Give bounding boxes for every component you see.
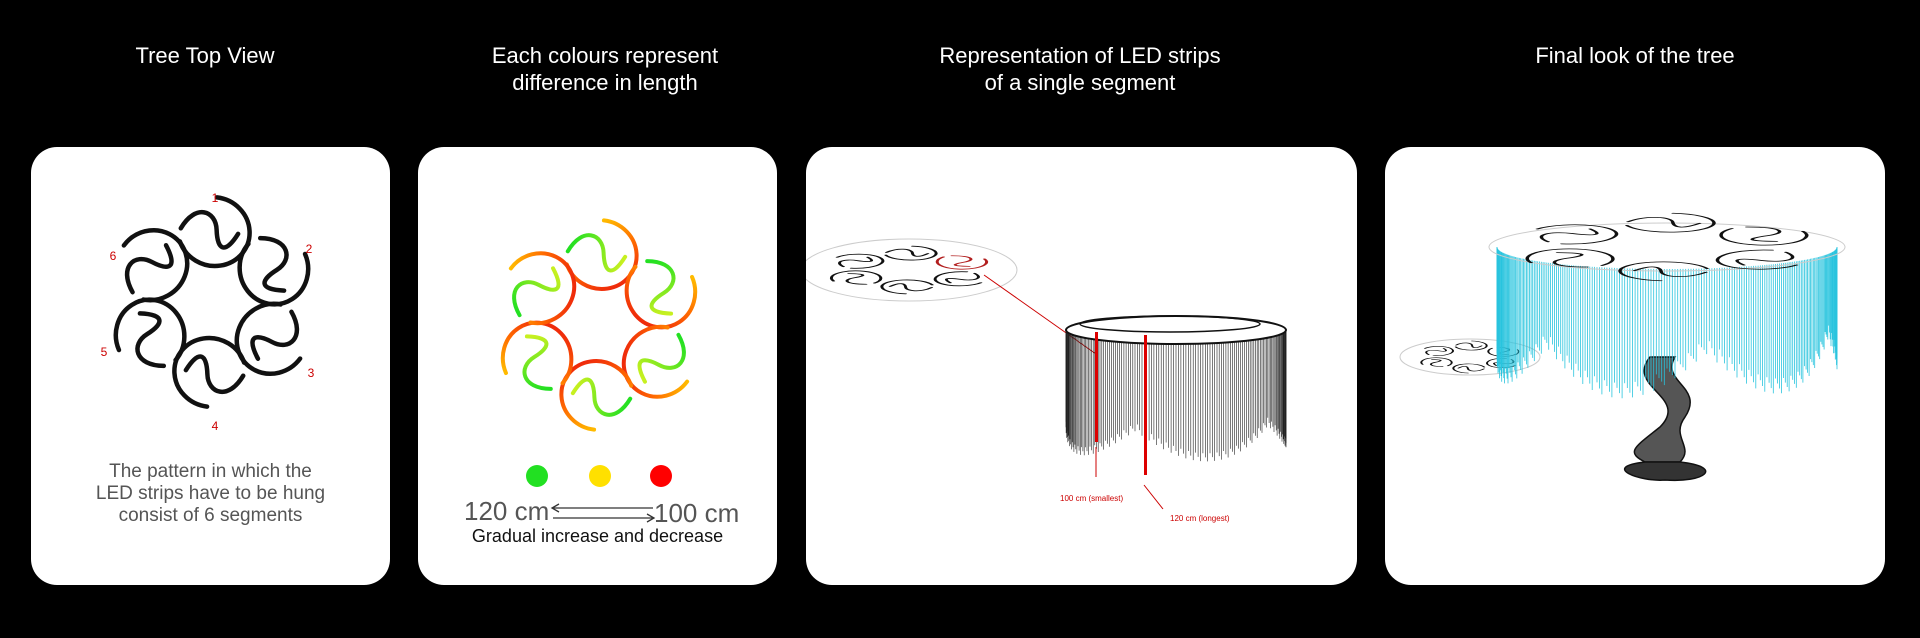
red-strip-smallest [1095,332,1098,442]
canopy-segment-5 [1525,248,1615,268]
segment-number-1: 1 [212,191,219,205]
tree-top-view-diagram: 1 2 3 4 5 6 [101,191,315,433]
column-title-led-strips: Representation of LED strips of a single… [939,43,1221,95]
led-top-segment-4 [880,279,934,295]
gradual-text: Gradual increase and decrease [471,526,724,546]
canopy-segment-4 [1618,261,1709,282]
card-tree-top-view: 1 2 3 4 5 6 The pattern in which the LED stri… [31,147,390,585]
top-view-group [113,195,311,409]
label-120cm: 120 cm [464,496,550,526]
colour-group [500,218,698,432]
canopy-segment-1 [1625,212,1716,233]
small-top-view-outline [1399,338,1541,376]
colour-segment-6 [508,251,577,326]
canopy-segment-6 [1535,224,1619,245]
column-title-colour-length: Each colours represent difference in len… [491,43,719,95]
top-view-segment-3 [234,301,303,376]
small-top-segment-1 [1454,340,1488,351]
canopy-group [1525,212,1809,282]
colour-segment-1 [564,218,639,291]
legend-dot-yellow [589,465,611,487]
tree-top-view-caption: The pattern in which the LED strips have… [95,461,326,526]
segment-number-6: 6 [110,249,117,263]
top-view-outline [806,238,1018,302]
led-top-segment-2 [935,255,989,270]
tree-trunk [1624,356,1707,482]
led-top-group [829,245,989,295]
card-final-look [1385,147,1885,585]
canopy-segment-2 [1719,226,1809,246]
small-top-segment-6 [1423,346,1454,357]
canopy-segment-3 [1715,249,1799,270]
red-strip-longest [1144,335,1147,475]
led-top-segment-3 [933,271,983,287]
led-top-segment-6 [835,253,885,269]
coloured-segments-diagram [500,218,698,432]
segment-number-4: 4 [212,419,219,433]
canopy-outline [1488,222,1846,272]
cylinder-rim-inner [1079,315,1261,333]
colour-segment-3 [621,324,690,399]
pointer-longest [1143,484,1164,510]
led-top-segment-1 [884,245,938,261]
label-smallest: 100 cm (smallest) [1060,494,1124,503]
legend-dot-green [526,465,548,487]
strip-cylinder [1065,330,1287,462]
double-arrow [550,503,656,523]
final-tree-illustration [1399,212,1846,482]
segment-number-2: 2 [306,242,313,256]
legend-dot-red [650,465,672,487]
pointer-line [983,274,1097,355]
cyan-led-strips [1496,247,1838,399]
colour-segment-4 [559,359,634,432]
label-100cm: 100 cm [654,498,740,528]
label-longest: 120 cm (longest) [1170,514,1230,523]
segment-number-5: 5 [101,345,108,359]
led-top-segment-5 [829,270,883,285]
card-led-strips: 100 cm (smallest) 120 cm (longest) [806,147,1357,585]
small-top-segment-4 [1452,363,1486,374]
led-strip-segment-diagram [806,238,1287,510]
segment-number-3: 3 [308,366,315,380]
top-view-segment-6 [121,228,190,303]
small-top-segment-5 [1420,357,1453,367]
card-colour-length: 120 cm 100 cm Gradual increase and decre… [418,147,777,585]
column-title-final-look: Final look of the tree [1535,43,1735,68]
column-title-tree-top-view: Tree Top View [135,43,275,68]
